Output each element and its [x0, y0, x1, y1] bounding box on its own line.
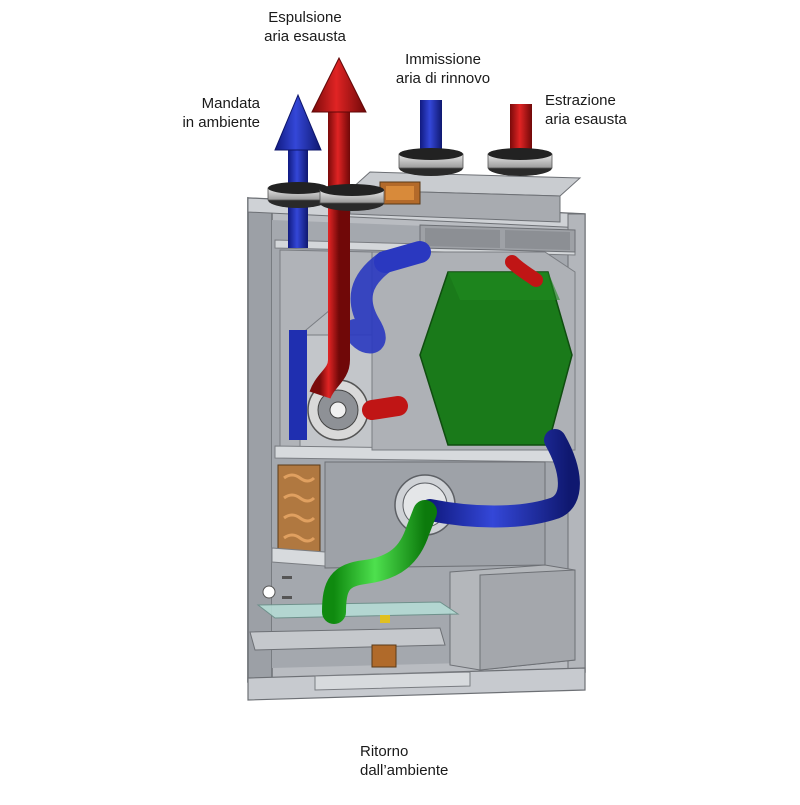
label-espulsione-line1: Espulsione	[268, 9, 342, 26]
label-estrazione: Estrazione aria esausta	[545, 91, 655, 129]
label-immissione-line2: aria di rinnovo	[395, 70, 491, 87]
collar-estrazione	[487, 148, 553, 176]
label-espulsione-line2: aria esausta	[264, 28, 346, 45]
label-ritorno: Ritorno dall’ambiente	[360, 742, 480, 780]
label-estrazione-line1: Estrazione	[545, 92, 616, 109]
fresh-air-intake-duct	[420, 100, 442, 160]
collar-mandata	[267, 182, 329, 208]
duct-collars	[267, 148, 553, 211]
label-mandata: Mandata in ambiente	[150, 94, 260, 132]
top-duct-housing	[348, 171, 582, 223]
label-ritorno-line1: Ritorno	[360, 743, 409, 760]
label-mandata-line2: in ambiente	[182, 114, 260, 131]
filter-tray	[256, 601, 460, 619]
label-ritorno-line2: dall’ambiente	[360, 762, 449, 779]
heat-exchanger	[371, 251, 576, 451]
label-espulsione: Espulsione aria esausta	[245, 8, 365, 46]
collar-espulsione	[319, 184, 385, 211]
label-immissione-line1: Immissione	[405, 51, 481, 68]
label-estrazione-line2: aria esausta	[545, 111, 627, 128]
supply-air-arrow	[274, 93, 322, 151]
return-air-duct	[322, 500, 437, 760]
label-immissione: Immissione aria di rinnovo	[383, 50, 503, 88]
exhaust-air-arrow	[311, 56, 367, 113]
label-mandata-line1: Mandata	[201, 95, 260, 112]
collar-immissione	[398, 148, 464, 176]
exhaust-air-duct	[309, 56, 543, 420]
